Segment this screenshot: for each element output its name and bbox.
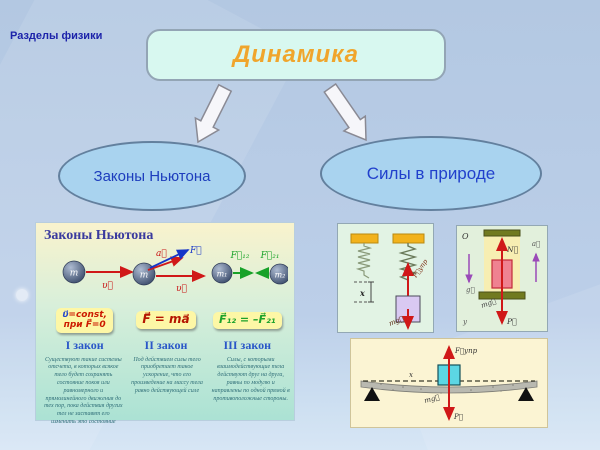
weight-force-label: P⃗ <box>506 317 517 326</box>
poster-title: Законы Ньютона <box>44 228 154 243</box>
support-block <box>350 233 379 244</box>
formula-law3: F⃗₁₂ = –F⃗₂₁ <box>212 312 282 329</box>
velocity-label: υ⃗ <box>176 284 187 294</box>
force-arrow-icon <box>149 249 190 269</box>
law2-text: Под действием силы тело приобретает тако… <box>131 356 203 394</box>
law-names-row: I закон II закон III закон <box>44 338 288 353</box>
formula-law1-line2: при F⃗=0 <box>63 320 106 331</box>
node-forces-in-nature-label: Силы в природе <box>366 163 496 183</box>
elevator-figure: О N⃗ P⃗ mg⃗ g⃗ a⃗ у <box>456 225 548 332</box>
beam-texture <box>380 383 514 394</box>
poster-diagrams: m υ⃗ m a⃗ F⃗ υ⃗ m₁ m₂ F⃗₁₂ F⃗₂₁ <box>62 246 291 294</box>
node-newton-laws-label: Законы Ньютона <box>93 167 211 185</box>
left-support <box>364 387 380 401</box>
velocity-label: υ⃗ <box>102 281 113 291</box>
category-label: Разделы физики <box>10 30 103 42</box>
extension-label: x <box>359 288 365 298</box>
formula-law1-v: υ⃗ <box>62 310 69 320</box>
down-left-arrow-icon <box>194 83 233 144</box>
deflection-label: x <box>409 371 413 379</box>
right-support <box>518 387 534 401</box>
law1-name: I закон <box>65 337 104 352</box>
title-text: Динамика <box>232 41 360 68</box>
mass-ball <box>211 262 233 284</box>
elastic-force-label: F⃗упр <box>454 347 478 355</box>
extension-bracket <box>368 281 374 303</box>
mass-ball <box>62 260 86 284</box>
node-forces-in-nature: Силы в природе <box>320 136 542 211</box>
elastic-force-label: F⃗упр <box>411 257 430 280</box>
support-block <box>392 233 425 244</box>
mass-ball <box>132 262 156 286</box>
force21-label: F⃗₂₁ <box>260 251 280 261</box>
title-node: Динамика <box>146 29 446 81</box>
elevator-ceiling <box>483 229 521 237</box>
node-newton-laws: Законы Ньютона <box>58 141 246 211</box>
decor-bubble <box>16 289 28 301</box>
law3-name: III закон <box>223 337 272 352</box>
axis-label: у <box>462 318 468 326</box>
g-label: g⃗ <box>466 286 475 294</box>
formula-law2: F⃗ = ma⃗ <box>136 311 196 330</box>
origin-label: О <box>462 232 469 241</box>
law-texts-row: Существуют такие системы отсчета, в кото… <box>44 357 290 427</box>
mass-label: m <box>70 269 79 279</box>
mass-label: m₂ <box>275 271 286 280</box>
force12-label: F⃗₁₂ <box>230 251 250 261</box>
mg-label: mg⃗ <box>423 393 440 405</box>
normal-force-label: N⃗ <box>506 245 518 254</box>
law2-name: II закон <box>144 337 188 352</box>
weight-force-label: P⃗ <box>453 413 463 421</box>
law3-text: Силы, с которыми взаимодействующие тела … <box>211 356 290 402</box>
formula-law1: υ⃗=const, при F⃗=0 <box>56 308 113 333</box>
down-right-arrow-icon <box>323 82 367 142</box>
formula-law1-rest: =const, <box>68 310 107 320</box>
relaxed-spring <box>355 243 373 279</box>
gravity-label: mg⃗ <box>388 315 405 328</box>
newton-laws-poster: Законы Ньютона m υ⃗ m a⃗ <box>35 222 295 425</box>
acceleration-label: a⃗ <box>532 240 540 248</box>
beam-figure: x F⃗упр P⃗ mg⃗ <box>350 338 548 428</box>
law1-text: Существуют такие системы отсчета, в кото… <box>44 356 123 426</box>
formula-row: υ⃗=const, при F⃗=0 F⃗ = ma⃗ F⃗₁₂ = –F⃗₂₁ <box>44 308 288 333</box>
mass-label: m <box>140 271 149 281</box>
acceleration-label: a⃗ <box>156 249 167 259</box>
force-label: F⃗ <box>189 246 202 256</box>
spring-figure: x F⃗упр mg⃗ <box>337 223 434 333</box>
acceleration-arrow-icon <box>147 256 184 271</box>
mass-label: m₁ <box>217 270 228 279</box>
